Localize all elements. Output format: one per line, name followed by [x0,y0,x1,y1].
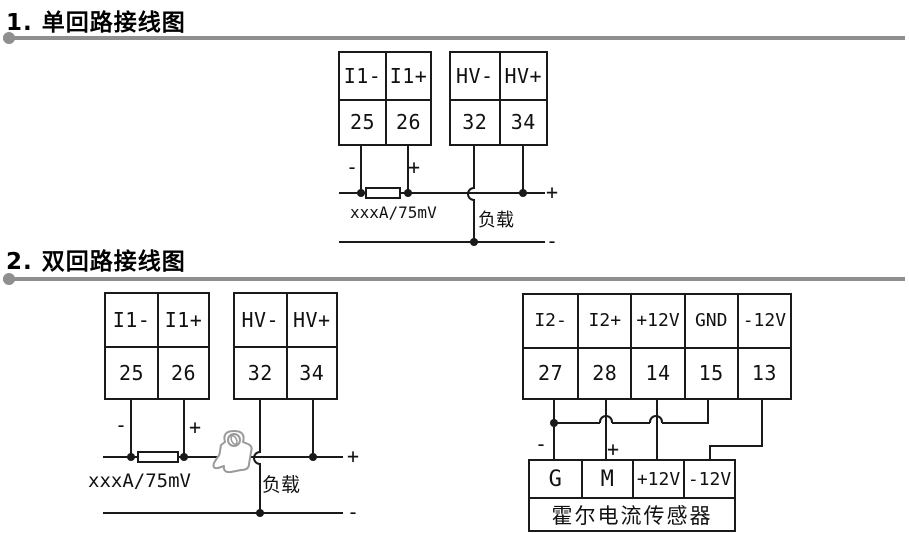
terminal-number-cell: 28 [577,346,631,398]
wire-hop [253,451,261,465]
bus-minus-label: - [346,500,360,524]
terminal-block-hv: HV- HV+ 32 34 [449,51,548,146]
terminal-number-cell: 34 [498,98,546,144]
terminal-label-cell: GND [683,295,737,347]
shunt-resistor [365,187,401,199]
section1-heading: 1. 单回路接线图 [6,10,186,36]
wire [259,464,261,513]
wire-hop [599,415,613,423]
terminal-label-cell: -12V [736,295,790,347]
section2-divider-cap [3,273,15,285]
terminal-label-cell: I1- [112,308,151,332]
terminal-block-i1: I1- I1+ 25 26 [338,51,432,146]
wire-hop [467,187,475,201]
wire [407,145,409,193]
wire [553,399,555,459]
bus-minus-label: - [545,229,559,253]
terminal-number-cell: 13 [736,346,790,398]
junction-dot [127,453,135,461]
junction-dot [357,189,365,197]
wire [761,399,763,447]
sensor-terminal-cell: +12V [632,461,683,497]
wire [709,445,711,460]
sensor-terminal-cell: G [548,466,563,492]
terminal-label-cell: I1+ [385,53,430,99]
terminal-label-cell: HV+ [498,53,547,99]
terminal-number-cell: 32 [451,98,499,145]
polarity-minus-label: - [534,432,548,456]
terminal-block-hv-loop: HV- HV+ 32 34 [233,292,338,400]
terminal-block-i2-power: I2- I2+ +12V GND -12V 27 28 14 15 13 [522,293,792,400]
shunt-resistor [137,451,179,463]
gnd-link-line [612,422,650,424]
terminal-label-cell: HV- [455,63,494,88]
wire [707,399,709,424]
terminal-number-cell: 15 [683,346,737,398]
terminal-number-cell: 25 [106,346,157,398]
junction-dot [519,189,527,197]
hall-clamp-icon [212,430,253,474]
bus-minus-line [339,241,545,243]
load-label: 负载 [262,474,301,496]
terminal-number-cell: 25 [340,98,385,145]
junction-dot [180,453,188,461]
section1-divider-rule [3,36,905,40]
section2-heading: 2. 双回路接线图 [6,249,186,275]
polarity-plus-label: + [606,437,620,461]
load-label: 负载 [478,210,514,231]
polarity-minus-label: - [114,413,128,437]
wire [709,445,763,447]
terminal-label-cell: I2- [534,310,567,332]
gnd-link-line [662,422,709,424]
bus-plus-label: + [545,180,559,204]
terminal-number-cell: 26 [385,98,430,144]
polarity-minus-label: - [345,155,359,179]
wire [259,399,261,452]
hall-sensor-terminals: G M +12V -12V [530,461,734,497]
terminal-number-cell: 26 [157,346,208,398]
wire [312,399,314,457]
wire [473,145,475,188]
wire-hop [649,415,663,423]
bus-minus-line [103,512,343,514]
terminal-number-cell: 34 [285,346,336,398]
wire [656,399,658,459]
terminal-label-cell: HV+ [285,294,337,346]
polarity-plus-label: + [407,155,421,179]
terminal-label-cell: I1- [343,63,382,88]
hall-sensor-name: 霍尔电流传感器 [530,497,734,530]
junction-dot [309,453,317,461]
junction-dot [550,419,558,427]
junction-dot [470,238,478,246]
terminal-label-cell: I1+ [157,294,208,346]
wire [130,399,132,457]
junction-dot [256,509,264,517]
terminal-label-cell: I2+ [577,295,630,347]
terminal-label-cell: +12V [630,295,683,347]
terminal-number-cell: 32 [235,346,286,398]
gnd-link-line [554,422,600,424]
wire [473,200,475,242]
wire [522,145,524,193]
hall-sensor-block: G M +12V -12V 霍尔电流传感器 [528,459,736,532]
section1-divider-cap [3,32,15,44]
shunt-rating-label: xxxA/75mV [88,470,191,492]
section2-divider-rule [3,277,905,281]
terminal-number-cell: 14 [630,346,684,398]
bus-plus-line [339,192,545,194]
bus-plus-label: + [346,444,360,468]
sensor-terminal-cell: -12V [683,461,734,497]
junction-dot [404,189,412,197]
terminal-block-i1-loop: I1- I1+ 25 26 [104,292,210,400]
wire [605,399,607,459]
terminal-number-cell: 27 [524,346,578,399]
sensor-terminal-cell: M [581,461,632,497]
terminal-label-cell: HV- [241,308,280,332]
wire [360,145,362,193]
polarity-plus-label: + [188,415,202,439]
wire [183,399,185,457]
shunt-rating-label: xxxA/75mV [350,203,437,222]
